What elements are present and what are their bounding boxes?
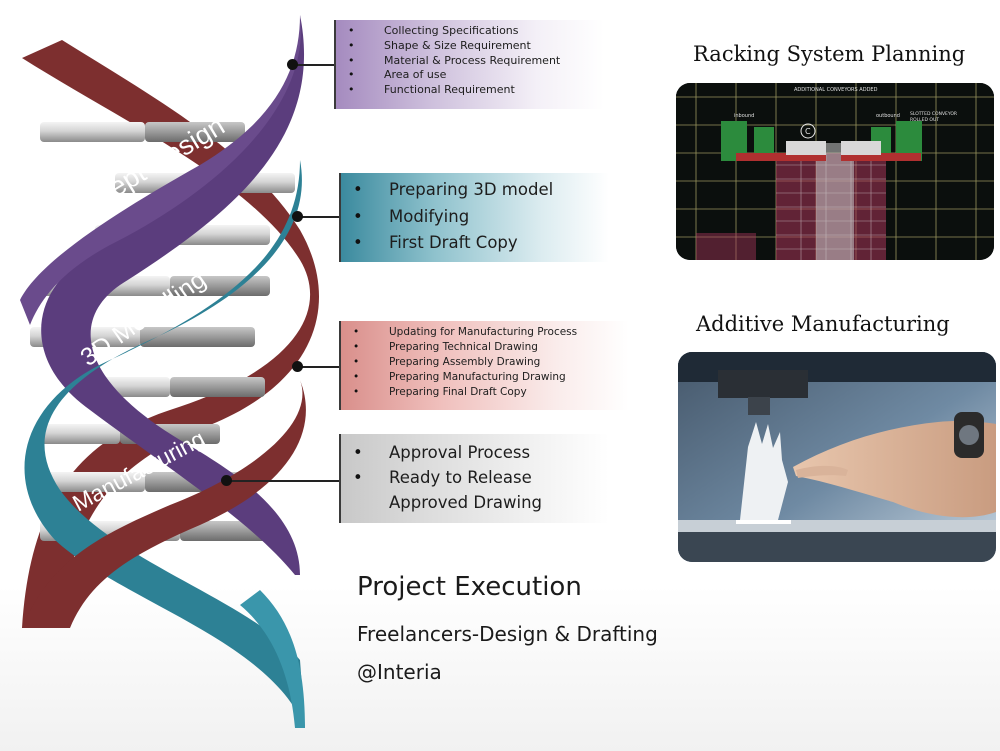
cad-label-outbound: outbound bbox=[876, 113, 900, 119]
purple-strand-front bbox=[20, 15, 301, 325]
list-item: Area of use bbox=[348, 68, 604, 83]
list-item: Preparing Assembly Drawing bbox=[353, 355, 629, 370]
list-item: Shape & Size Requirement bbox=[348, 39, 604, 54]
list-item: First Draft Copy bbox=[353, 230, 609, 257]
list-item: Updating for Manufacturing Process bbox=[353, 325, 629, 340]
list-item: Approval Process bbox=[353, 440, 609, 465]
racking-title: Racking System Planning bbox=[693, 42, 966, 66]
cad-marker-c: C bbox=[805, 127, 811, 136]
list-item: Modifying bbox=[353, 204, 609, 231]
stage-box-release: Approval Process Ready to Release Approv… bbox=[339, 434, 609, 523]
additive-title: Additive Manufacturing bbox=[696, 312, 950, 336]
teal-strand bbox=[24, 160, 305, 728]
racking-cad-image: C ADDITIONAL CONVEYORS ADDED SLOTTED CON… bbox=[676, 83, 994, 260]
connector-dot-2 bbox=[292, 211, 303, 222]
list-item: Material & Process Requirement bbox=[348, 54, 604, 69]
connector-dot-1 bbox=[287, 59, 298, 70]
company-handle: @Interia bbox=[357, 660, 442, 684]
list-item: Preparing 3D model bbox=[353, 177, 609, 204]
list-item: Ready to Release bbox=[353, 465, 609, 490]
cad-label-top: ADDITIONAL CONVEYORS ADDED bbox=[794, 87, 878, 93]
cad-drawing: C ADDITIONAL CONVEYORS ADDED SLOTTED CON… bbox=[676, 83, 994, 260]
printer-scene bbox=[678, 352, 996, 562]
stage-box-modelling: Preparing 3D model Modifying First Draft… bbox=[339, 173, 609, 262]
list-item: Functional Requirement bbox=[348, 83, 604, 98]
connector-dot-3 bbox=[292, 361, 303, 372]
project-execution-title: Project Execution bbox=[357, 572, 582, 602]
cad-label-right: SLOTTED CONVEYOR bbox=[910, 111, 957, 117]
list-item: Collecting Specifications bbox=[348, 24, 604, 39]
stage-box-manufacturing: Updating for Manufacturing Process Prepa… bbox=[339, 321, 629, 410]
connector-dot-4 bbox=[221, 475, 232, 486]
connector-stage-4 bbox=[226, 480, 340, 482]
list-item: Approved Drawing bbox=[389, 493, 542, 512]
stage-box-concept: Collecting Specifications Shape & Size R… bbox=[334, 20, 604, 109]
stage-list-manufacturing: Updating for Manufacturing Process Prepa… bbox=[341, 321, 629, 400]
stage-list-concept: Collecting Specifications Shape & Size R… bbox=[336, 20, 604, 98]
stage-list-modelling: Preparing 3D model Modifying First Draft… bbox=[341, 173, 609, 257]
connector-stage-1 bbox=[292, 64, 335, 66]
additive-manufacturing-image bbox=[678, 352, 996, 562]
cad-label-inbound: inbound bbox=[734, 113, 754, 119]
connector-stage-2 bbox=[297, 216, 340, 218]
cad-label-right2: ROLLED OUT bbox=[910, 117, 939, 123]
connector-stage-3 bbox=[297, 366, 340, 368]
list-item: Preparing Final Draft Copy bbox=[353, 385, 629, 400]
list-item: Preparing Manufacturing Drawing bbox=[353, 370, 629, 385]
freelancers-subtitle: Freelancers-Design & Drafting bbox=[357, 622, 658, 646]
dna-helix-diagram: Concept Design 3D Modelling Manufacturin… bbox=[20, 15, 320, 728]
red-strand-front bbox=[22, 380, 306, 628]
list-item: Preparing Technical Drawing bbox=[353, 340, 629, 355]
stage-list-release: Approval Process Ready to Release Approv… bbox=[341, 434, 609, 515]
teal-strand-lower bbox=[240, 590, 305, 728]
